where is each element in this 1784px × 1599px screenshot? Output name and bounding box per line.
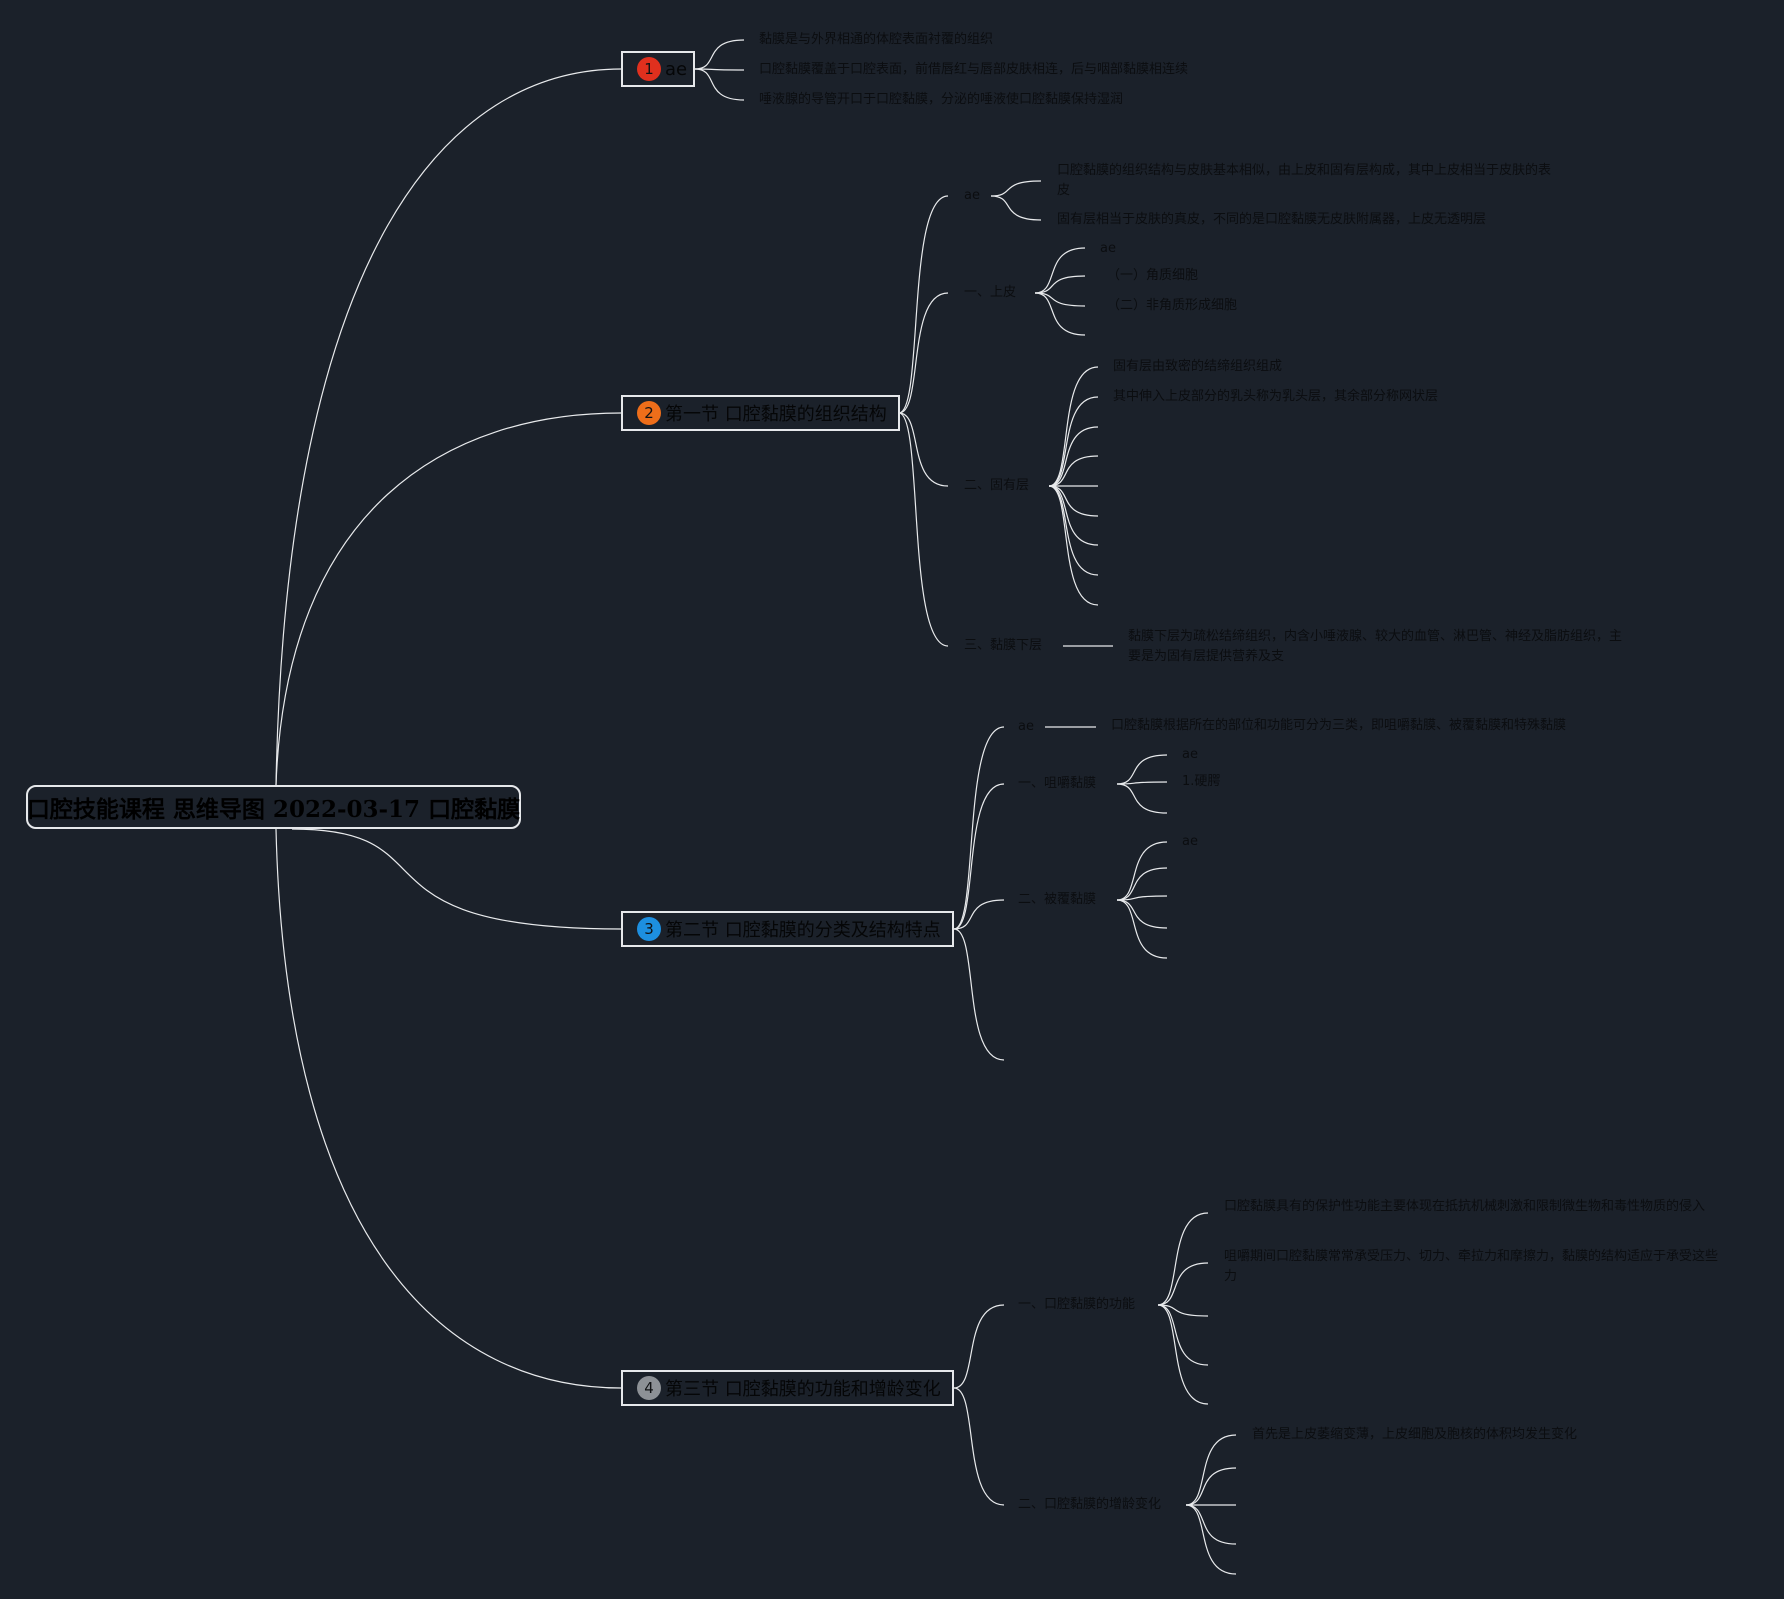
section-2-group-1-item[interactable]: 口腔黏膜的组织结构与皮肤基本相似，由上皮和固有层构成，其中上皮相当于皮肤的表皮 (1057, 163, 1552, 198)
section-2-group-3-item[interactable]: 固有层由致密的结缔组织组成 (1113, 359, 1283, 374)
connector-line (953, 928, 1005, 1061)
connector-line (1185, 1504, 1237, 1545)
connector-line (1116, 841, 1168, 901)
section-4-group-label[interactable]: 一、口腔黏膜的功能 (1018, 1297, 1136, 1312)
section-2-group-2-item[interactable]: （一）角质细胞 (1107, 268, 1199, 283)
connector-line (1116, 781, 1168, 785)
connector-line (953, 1387, 1005, 1506)
connector-line (1048, 485, 1099, 576)
connector-line (1157, 1304, 1209, 1405)
section-3-group-2-item[interactable]: ae (1182, 747, 1198, 762)
section-1-item[interactable]: 唾液腺的导管开口于口腔黏膜，分泌的唾液使口腔黏膜保持湿润 (759, 92, 1124, 107)
connector-line (1185, 1467, 1237, 1506)
connector-line (1157, 1304, 1209, 1317)
connector-line (275, 828, 622, 1389)
root-title: 口腔技能课程 思维导图 2022-03-17 口腔黏膜 (26, 796, 521, 823)
connector-line (953, 783, 1005, 930)
connector-line (953, 726, 1005, 930)
connector-line (1157, 1262, 1209, 1306)
section-4-group-label[interactable]: 二、口腔黏膜的增龄变化 (1018, 1497, 1162, 1512)
section-4-label: 第三节 口腔黏膜的功能和增龄变化 (665, 1379, 941, 1400)
connector-line (1116, 783, 1168, 814)
section-1-badge: 1 (637, 57, 661, 81)
connector-line (694, 39, 745, 70)
section-1-item[interactable]: 口腔黏膜覆盖于口腔表面，前借唇红与唇部皮肤相连，后与咽部黏膜相连续 (759, 62, 1189, 77)
connector-line (898, 195, 949, 414)
connector-line (953, 1304, 1005, 1389)
section-2-label: 第一节 口腔黏膜的组织结构 (665, 404, 887, 425)
connector-line (1048, 485, 1099, 606)
section-3-group-label[interactable]: 二、被覆黏膜 (1018, 892, 1097, 907)
connector-line (694, 68, 745, 71)
section-3-label: 第二节 口腔黏膜的分类及结构特点 (665, 920, 941, 941)
section-3-group-1-item[interactable]: 口腔黏膜根据所在的部位和功能可分为三类，即咀嚼黏膜、被覆黏膜和特殊黏膜 (1111, 718, 1567, 733)
connector-line (1048, 485, 1099, 517)
connector-line (898, 412, 949, 647)
connector-line (1034, 292, 1086, 336)
connector-line (1048, 426, 1099, 487)
connector-line (1116, 895, 1168, 901)
section-3-group-3-item[interactable]: ae (1182, 834, 1198, 849)
section-4-group-1-item[interactable]: 咀嚼期间口腔黏膜常常承受压力、切力、牵拉力和摩擦力，黏膜的结构适应于承受这些力 (1224, 1249, 1719, 1284)
connector-line (694, 68, 745, 101)
section-2-group-label[interactable]: 三、黏膜下层 (964, 638, 1043, 653)
section-2-group-2-item[interactable]: （二）非角质形成细胞 (1107, 298, 1238, 313)
section-3-group-label[interactable]: 一、咀嚼黏膜 (1018, 776, 1097, 791)
connector-line (953, 899, 1005, 930)
connector-line (1116, 867, 1168, 901)
section-4-badge: 4 (637, 1376, 661, 1400)
section-4-topic[interactable]: 4 第三节 口腔黏膜的功能和增龄变化 (621, 1370, 954, 1406)
section-2-group-1-item[interactable]: 固有层相当于皮肤的真皮，不同的是口腔黏膜无皮肤附属器，上皮无透明层 (1057, 212, 1487, 227)
connector-line (898, 292, 949, 414)
section-3-group-2-item[interactable]: 1.硬腭 (1182, 774, 1221, 789)
section-4-group-2-item[interactable]: 首先是上皮萎缩变薄，上皮细胞及胞核的体积均发生变化 (1252, 1427, 1578, 1442)
connector-line (1157, 1212, 1209, 1306)
section-2-badge: 2 (637, 401, 661, 425)
connector-line (1048, 366, 1099, 487)
connector-line (1185, 1504, 1237, 1575)
connector-line (1048, 455, 1099, 487)
connector-line (898, 412, 949, 487)
connector-line (1048, 396, 1099, 487)
section-2-group-label[interactable]: ae (964, 188, 980, 203)
connector-line (275, 412, 622, 786)
section-1-topic[interactable]: 1 ae (621, 51, 695, 87)
section-2-group-2-item[interactable]: ae (1100, 241, 1116, 256)
connector-line (291, 828, 622, 930)
connector-line (990, 195, 1042, 221)
connector-line (990, 180, 1042, 197)
section-2-group-4-item[interactable]: 黏膜下层为疏松结缔组织，内含小唾液腺、较大的血管、淋巴管、神经及脂肪组织，主要是… (1128, 629, 1623, 664)
section-1-item[interactable]: 黏膜是与外界相通的体腔表面衬覆的组织 (759, 32, 994, 47)
connector-line (1116, 899, 1168, 959)
connector-line (1034, 292, 1086, 307)
connector-line (1116, 899, 1168, 929)
section-2-group-3-item[interactable]: 其中伸入上皮部分的乳头称为乳头层，其余部分称网状层 (1113, 389, 1439, 404)
section-4-group-1-item[interactable]: 口腔黏膜具有的保护性功能主要体现在抵抗机械刺激和限制微生物和毒性物质的侵入 (1224, 1199, 1706, 1214)
root-topic[interactable]: 口腔技能课程 思维导图 2022-03-17 口腔黏膜 (26, 785, 521, 829)
connector-line (275, 68, 622, 786)
connector-line (1034, 247, 1086, 294)
section-2-group-label[interactable]: 二、固有层 (964, 478, 1030, 493)
section-3-topic[interactable]: 3 第二节 口腔黏膜的分类及结构特点 (621, 911, 954, 947)
section-3-badge: 3 (637, 917, 661, 941)
connector-line (1034, 275, 1086, 294)
connector-line (1157, 1304, 1209, 1366)
connector-line (1185, 1434, 1237, 1506)
section-1-label: ae (665, 58, 688, 80)
section-2-group-label[interactable]: 一、上皮 (964, 285, 1017, 300)
connector-line (1116, 754, 1168, 785)
section-2-topic[interactable]: 2 第一节 口腔黏膜的组织结构 (621, 395, 900, 431)
section-3-group-label[interactable]: ae (1018, 719, 1034, 734)
